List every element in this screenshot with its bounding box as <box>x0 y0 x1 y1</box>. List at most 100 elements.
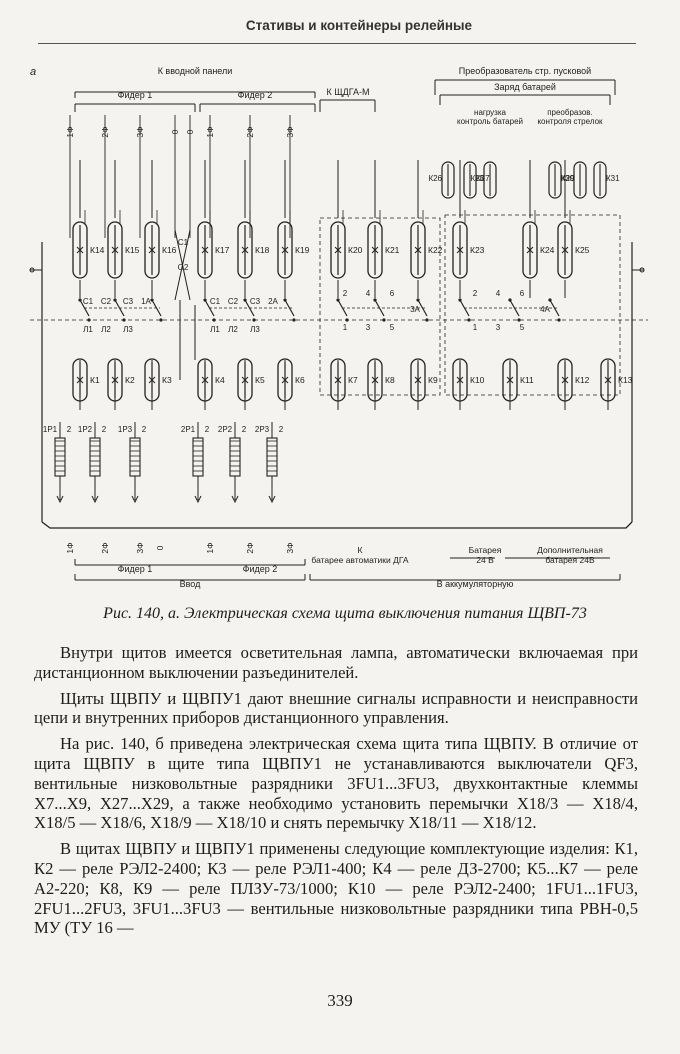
relay-label: К27 <box>476 174 490 183</box>
switch-label: 6 <box>520 289 525 298</box>
paragraph: В щитах ЩВПУ и ЩВПУ1 применены следующие… <box>34 839 638 938</box>
phase-label: 1Ф <box>65 126 75 137</box>
relay-label: К11 <box>520 375 534 385</box>
relay-coil <box>367 221 383 279</box>
fuse-terminal-label: 2 <box>102 425 107 434</box>
relay-coil <box>441 161 455 199</box>
fuse-label: 2Р2 <box>218 425 233 434</box>
switch-label: 6 <box>390 289 395 298</box>
relay-coil <box>410 358 426 402</box>
bottom-phase-label: 0 <box>155 545 165 550</box>
relay-label: К13 <box>618 375 633 385</box>
charge-label: Заряд батарей <box>494 82 556 92</box>
relay-coil <box>107 221 123 279</box>
fuse-label: 2Р3 <box>255 425 270 434</box>
switch-label: 5 <box>390 323 395 332</box>
relay-label: К1 <box>90 375 100 385</box>
relay-coil <box>483 161 497 199</box>
bottom-phase-label: 2Ф <box>245 542 255 553</box>
phase-label: 2Ф <box>245 126 255 137</box>
switch-label: 3 <box>366 323 371 332</box>
switch-label: 4 <box>496 289 501 298</box>
switch-label: С3 <box>123 297 134 306</box>
switch-label: С1 <box>83 297 94 306</box>
switch-label: 2 <box>473 289 478 298</box>
relay-coil <box>144 358 160 402</box>
relay-label: К3 <box>162 375 172 385</box>
switch-label: Л1 <box>83 325 93 334</box>
relay-coil <box>548 161 562 199</box>
paragraph: Внутри щитов имеется осветительная лампа… <box>34 643 638 682</box>
header-rule <box>38 43 636 44</box>
phase-label: 2Ф <box>100 126 110 137</box>
switch-label: 3А <box>410 305 420 314</box>
relay-label: К6 <box>295 375 305 385</box>
relay-coil <box>330 358 346 402</box>
relay-label: К21 <box>385 245 400 255</box>
relay-label: К28 <box>470 174 484 183</box>
conv-control-label: преобразов.контроля стрелок <box>537 108 603 126</box>
phase-label: 0 <box>185 129 195 134</box>
relay-label: К20 <box>348 245 363 255</box>
relay-coil <box>72 358 88 402</box>
switch-label: Л3 <box>250 325 260 334</box>
relay-coil <box>144 221 160 279</box>
switch-label: С2 <box>101 297 112 306</box>
relay-coil <box>197 358 213 402</box>
accumulator-label: В аккумуляторную <box>437 579 514 589</box>
bottom-feeder2-label: Фидер 2 <box>243 564 278 574</box>
relay-coil <box>277 221 293 279</box>
contact-label: О2 <box>178 263 189 272</box>
relay-label: К17 <box>215 245 230 255</box>
relay-label: К16 <box>162 245 177 255</box>
relay-coil <box>237 358 253 402</box>
fuse-terminal-label: 2 <box>279 425 284 434</box>
relay-label: К8 <box>385 375 395 385</box>
relay-coil <box>367 358 383 402</box>
switch-label: 1А <box>141 297 151 306</box>
relay-coil <box>197 221 213 279</box>
switch-label: С2 <box>228 297 239 306</box>
phase-label: 1Ф <box>205 126 215 137</box>
fuse-terminal-label: 2 <box>205 425 210 434</box>
relay-coil <box>573 161 587 199</box>
fuse-terminal-label: 2 <box>242 425 247 434</box>
switch-label: 2А <box>268 297 278 306</box>
relay-label: К7 <box>348 375 358 385</box>
switch-label: Л3 <box>123 325 133 334</box>
relay-coil <box>452 358 468 402</box>
page-number: 339 <box>327 991 353 1010</box>
panel-letter: а <box>30 66 36 78</box>
relay-label: К24 <box>540 245 555 255</box>
running-header: Стативы и контейнеры релейные <box>245 18 473 33</box>
fuse-terminal-label: 2 <box>142 425 147 434</box>
fuse-terminal-label: 2 <box>67 425 72 434</box>
converter-label: Преобразователь стр. пусковой <box>459 66 591 76</box>
phase-label: 3Ф <box>285 126 295 137</box>
relay-label: К9 <box>428 375 438 385</box>
bottom-phase-label: 1Ф <box>205 542 215 553</box>
relay-label: К15 <box>125 245 140 255</box>
switch-label: Л1 <box>210 325 220 334</box>
contact-label: С1 <box>178 238 189 247</box>
relay-coil <box>107 358 123 402</box>
figure-caption: Рис. 140, а. Электрическая схема щита вы… <box>103 605 587 622</box>
relay-label: К30 <box>560 174 574 183</box>
relay-label: К10 <box>470 375 485 385</box>
fuse-label: 1Р1 <box>43 425 58 434</box>
relay-coil <box>557 358 573 402</box>
relay-coil <box>277 358 293 402</box>
bottom-input-label: Ввод <box>180 579 201 589</box>
relay-coil <box>502 358 518 402</box>
relay-label: К22 <box>428 245 443 255</box>
relay-coil <box>593 161 607 199</box>
phase-label: 3Ф <box>135 126 145 137</box>
bottom-feeder1-label: Фидер 1 <box>118 564 153 574</box>
switch-label: 4А <box>540 305 550 314</box>
switch-label: 2 <box>343 289 348 298</box>
relay-coil <box>522 221 538 279</box>
